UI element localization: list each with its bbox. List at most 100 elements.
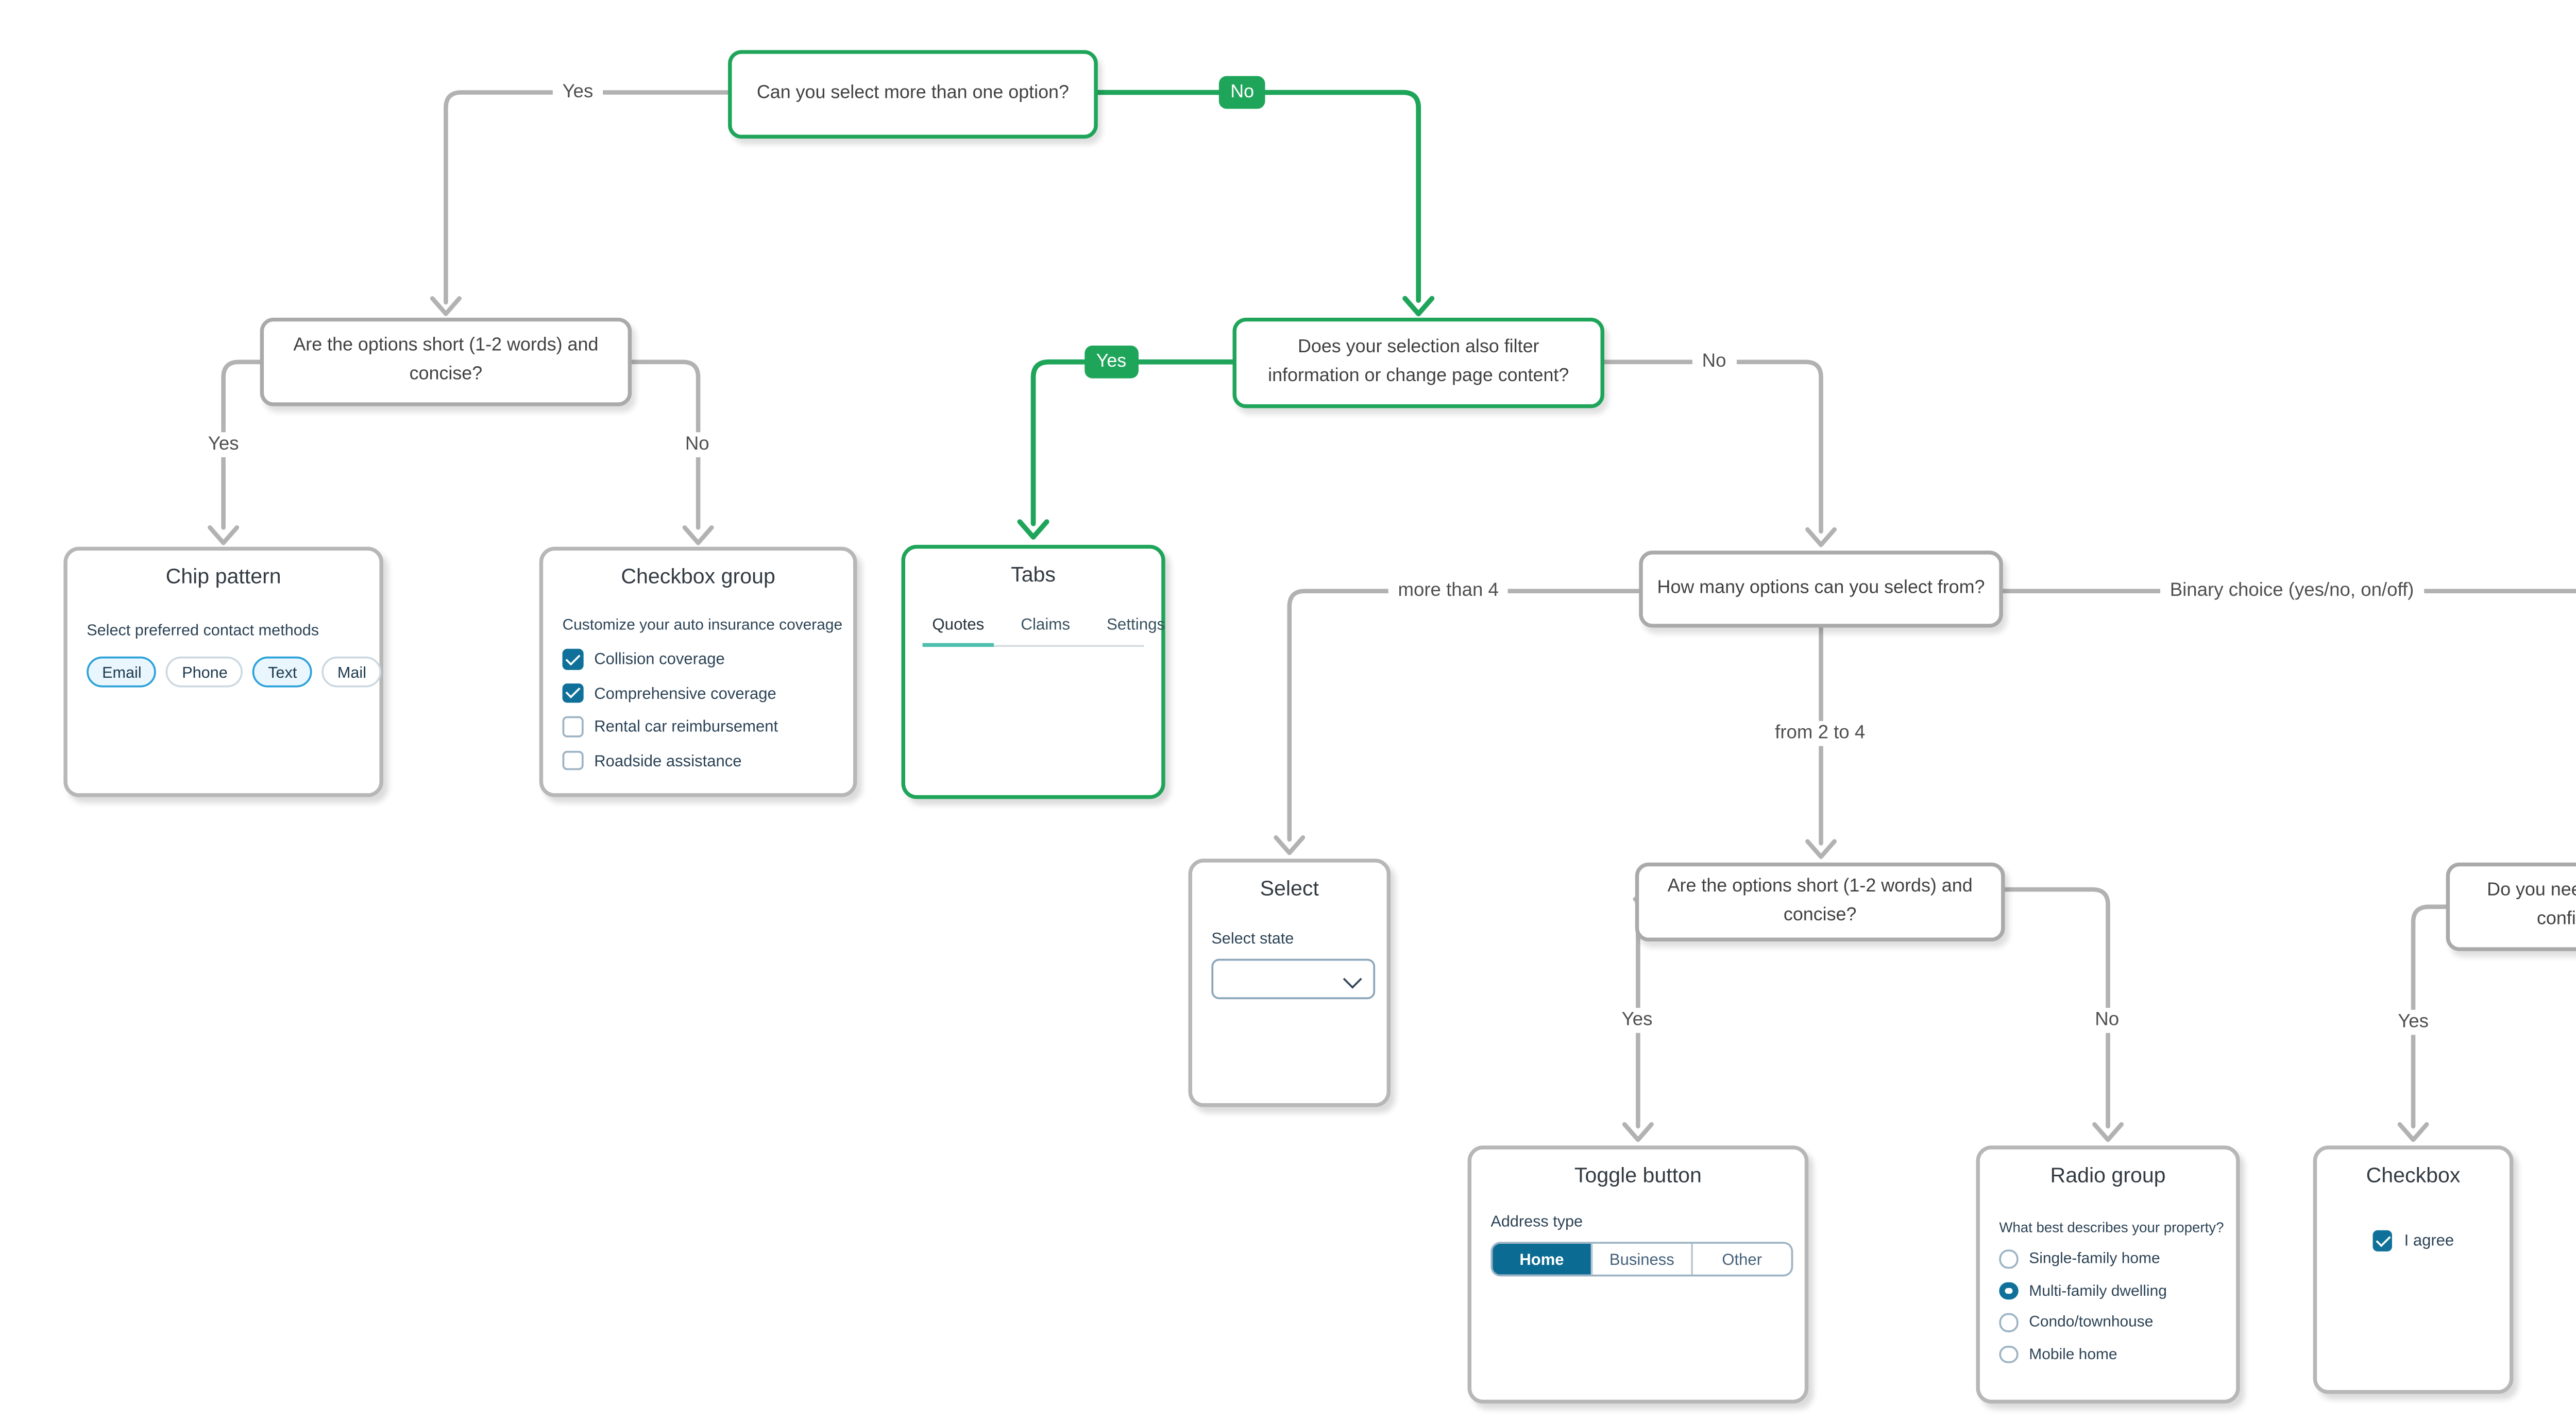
state-select[interactable]: [1211, 958, 1376, 1000]
card-select: Select Select state: [1188, 859, 1391, 1107]
radio-selected-icon: [1999, 1281, 2018, 1300]
tab-claims[interactable]: Claims: [1021, 614, 1071, 633]
edge-filter-yes: [1030, 359, 1235, 526]
toggle-option-other[interactable]: Other: [1691, 1243, 1791, 1275]
chevron-down-icon: [1343, 969, 1361, 988]
arrow-down-icon: [1402, 296, 1435, 317]
radio-multi-family-dwelling[interactable]: Multi-family dwelling: [1999, 1281, 2236, 1300]
edge-shortmid-no: [2003, 887, 2110, 1129]
arrow-down-icon: [1274, 835, 1306, 855]
edge-root-yes: [444, 90, 731, 305]
edge-more-than-4: [1287, 589, 1641, 842]
arrow-down-icon: [1805, 839, 1837, 859]
card-title: Select: [1260, 878, 1319, 901]
edge-binary-choice: [2001, 589, 2576, 593]
node-selection-filters-content: Does your selection also filter informat…: [1232, 317, 1604, 408]
radio-label: Single-family home: [2029, 1250, 2160, 1267]
checkbox-collision-coverage[interactable]: Collision coverage: [562, 648, 853, 670]
edge-root-no: [1095, 90, 1421, 303]
card-tabs: Tabs Quotes Claims Settings: [901, 544, 1165, 799]
card-checkbox-group: Checkbox group Customize your auto insur…: [539, 546, 857, 797]
card-checkbox: Checkbox I agree: [2313, 1145, 2514, 1394]
card-title: Checkbox: [2366, 1164, 2461, 1188]
edge-filter-no: [1602, 359, 1823, 534]
checkbox-label: Collision coverage: [594, 649, 725, 669]
edge-label-from-2-to-4: from 2 to 4: [1765, 721, 1875, 746]
edge-shortleft-yes: [221, 359, 262, 530]
radio-label: Multi-family dwelling: [2029, 1281, 2167, 1299]
arrow-down-icon: [208, 525, 240, 545]
checkbox-roadside-assistance[interactable]: Roadside assistance: [562, 750, 853, 770]
edge-label-binary-choice: Binary choice (yes/no, on/off): [2160, 578, 2424, 604]
checkbox-label: Rental car reimbursement: [594, 716, 778, 736]
checkbox-label: I agree: [2404, 1230, 2454, 1250]
checkbox-comprehensive-coverage[interactable]: Comprehensive coverage: [562, 682, 853, 703]
radio-unselected-icon: [1999, 1249, 2018, 1268]
node-select-more-than-one: Can you select more than one option?: [728, 50, 1098, 139]
toggle-option-home[interactable]: Home: [1493, 1243, 1591, 1275]
tab-quotes[interactable]: Quotes: [922, 614, 994, 647]
chip-text[interactable]: Text: [252, 656, 313, 688]
edge-label-yes: Yes: [552, 80, 603, 105]
arrow-down-icon: [2092, 1122, 2124, 1142]
checkbox-rental-car-reimbursement[interactable]: Rental car reimbursement: [562, 716, 853, 736]
edge-label-yes: Yes: [198, 432, 249, 457]
toggle-group-label: Address type: [1490, 1213, 1583, 1230]
radio-unselected-icon: [1999, 1313, 2018, 1332]
checkbox-label: Roadside assistance: [594, 750, 742, 770]
edge-label-yes: Yes: [1612, 1007, 1663, 1033]
arrow-down-icon: [1017, 519, 1049, 540]
radio-mobile-home[interactable]: Mobile home: [1999, 1345, 2236, 1363]
radio-group-question: What best describes your property?: [1999, 1219, 2224, 1236]
node-options-short-mid: Are the options short (1-2 words) and co…: [1635, 862, 2005, 942]
radio-label: Mobile home: [2029, 1345, 2117, 1363]
card-title: Chip pattern: [165, 566, 281, 589]
chip-email[interactable]: Email: [87, 656, 157, 688]
green-connectors: [1017, 90, 1435, 540]
card-title: Tabs: [1011, 564, 1056, 588]
edge-label-no: No: [675, 432, 719, 457]
checkbox-group-label: Customize your auto insurance coverage: [562, 616, 843, 633]
arrow-down-icon: [682, 525, 714, 545]
checkbox-checked-icon: [562, 682, 583, 703]
chip-group: Email Phone Text Mail: [87, 656, 382, 688]
arrow-down-icon: [1622, 1122, 1654, 1142]
checkbox-unchecked-icon: [562, 716, 583, 736]
edge-badge-yes: Yes: [1084, 346, 1138, 379]
edge-label-yes: Yes: [2388, 1009, 2438, 1035]
toggle-option-business[interactable]: Business: [1590, 1243, 1691, 1275]
address-type-toggle: Home Business Other: [1490, 1242, 1793, 1277]
edge-shortleft-no: [629, 359, 701, 530]
radio-label: Condo/townhouse: [2029, 1313, 2154, 1331]
tab-bar: Quotes Claims Settings: [922, 614, 1165, 647]
checkbox-checked-icon: [2372, 1230, 2393, 1251]
edge-label-no: No: [1692, 349, 1736, 375]
i-agree-checkbox[interactable]: I agree: [2372, 1230, 2454, 1251]
radio-single-family-home[interactable]: Single-family home: [1999, 1249, 2236, 1268]
radio-condo-townhouse[interactable]: Condo/townhouse: [1999, 1313, 2236, 1332]
edge-label-more-than-4: more than 4: [1388, 578, 1509, 604]
tab-settings[interactable]: Settings: [1107, 614, 1165, 633]
edge-confirm-yes: [2411, 904, 2448, 1129]
edge-badge-no: No: [1218, 76, 1266, 109]
arrow-down-icon: [2397, 1122, 2429, 1142]
card-title: Checkbox group: [621, 566, 775, 589]
card-title: Radio group: [2050, 1164, 2166, 1188]
card-chip-pattern: Chip pattern Select preferred contact me…: [63, 546, 383, 797]
checkbox-checked-icon: [562, 648, 583, 670]
card-toggle-button: Toggle button Address type Home Business…: [1467, 1145, 1809, 1404]
checkbox-label: Comprehensive coverage: [594, 683, 776, 702]
card-radio-group: Radio group What best describes your pro…: [1976, 1145, 2240, 1404]
node-options-short-left: Are the options short (1-2 words) and co…: [260, 317, 632, 406]
checkbox-unchecked-icon: [562, 750, 583, 770]
select-label: Select state: [1211, 930, 1294, 948]
chip-phone[interactable]: Phone: [166, 656, 243, 688]
chip-group-label: Select preferred contact methods: [87, 622, 319, 640]
edge-label-no: No: [2085, 1007, 2129, 1033]
arrow-down-icon: [1805, 527, 1837, 547]
chip-mail[interactable]: Mail: [321, 656, 382, 688]
card-title: Toggle button: [1574, 1164, 1702, 1188]
arrow-down-icon: [430, 296, 462, 316]
radio-unselected-icon: [1999, 1345, 2018, 1363]
